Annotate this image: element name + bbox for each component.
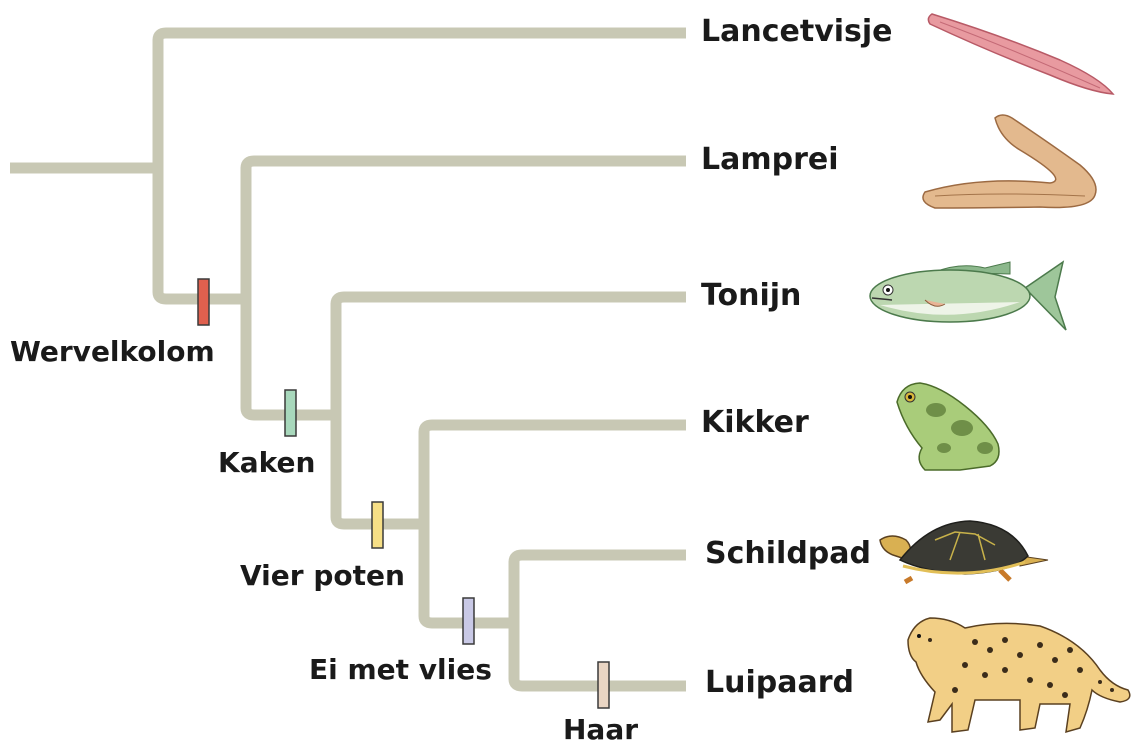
taxon-label-tonijn: Tonijn: [701, 281, 801, 311]
trait-label-haar: Haar: [563, 716, 638, 744]
frog-icon: [897, 383, 999, 470]
taxon-label-schildpad: Schildpad: [705, 539, 871, 569]
lancelet-icon: [928, 14, 1113, 94]
trait-label-vier-poten: Vier poten: [240, 562, 405, 590]
branch-lancetvisje: [158, 33, 686, 168]
branch-kikker: [424, 425, 686, 524]
fish-icon: [870, 262, 1066, 330]
trait-marker-ei-met-vlies: [463, 598, 474, 644]
leopard-icon: [908, 618, 1130, 732]
turtle-icon: [880, 521, 1048, 582]
taxon-label-kikker: Kikker: [701, 408, 809, 438]
taxon-label-lancetvisje: Lancetvisje: [701, 17, 893, 47]
branch-schildpad: [514, 555, 686, 623]
trait-marker-vier-poten: [372, 502, 383, 548]
trait-label-kaken: Kaken: [218, 449, 315, 477]
trait-marker-kaken: [285, 390, 296, 436]
branch-tonijn: [336, 297, 686, 415]
lamprey-icon: [923, 115, 1096, 208]
taxon-label-luipaard: Luipaard: [705, 668, 854, 698]
trait-label-ei-met-vlies: Ei met vlies: [309, 656, 492, 684]
trait-label-wervelkolom: Wervelkolom: [10, 338, 215, 366]
trait-marker-wervelkolom: [198, 279, 209, 325]
taxon-label-lamprei: Lamprei: [701, 145, 839, 175]
branch-lamprei: [246, 161, 686, 299]
trait-marker-haar: [598, 662, 609, 708]
